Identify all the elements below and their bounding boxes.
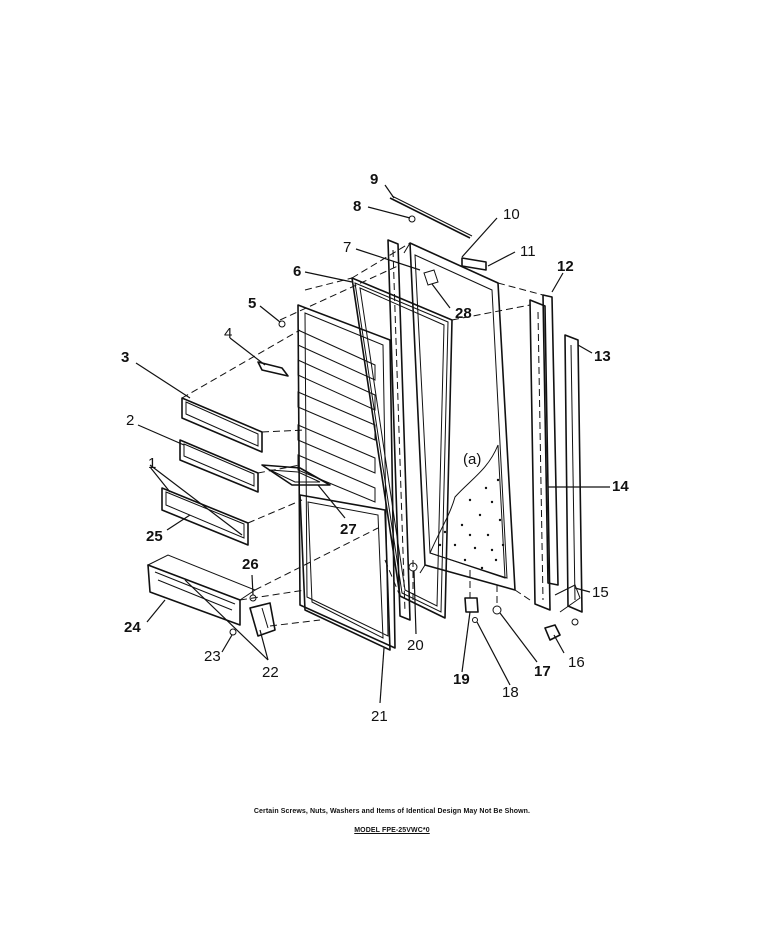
clip-4 — [257, 361, 289, 377]
part-16 — [544, 624, 561, 641]
callout-15: 15 — [592, 584, 609, 601]
callout-7: 7 — [343, 239, 351, 256]
callout-22: 22 — [262, 664, 279, 681]
callout-24: 24 — [124, 619, 141, 636]
shelf-25 — [161, 487, 249, 546]
bottom-bin — [146, 554, 257, 626]
leader-lines — [135, 184, 610, 704]
callout-25: 25 — [146, 528, 163, 545]
callout-18: 18 — [502, 684, 519, 701]
trim-strip-13 — [564, 334, 583, 613]
callout-16: 16 — [568, 654, 585, 671]
hinge-22 — [249, 602, 276, 637]
screw-8 — [408, 215, 416, 223]
part-28 — [423, 269, 439, 286]
shelf-support-27 — [261, 464, 331, 486]
alignment-lines — [181, 242, 544, 627]
callout-labels: 1 2 3 4 5 6 7 8 9 10 11 12 13 14 15 16 1… — [121, 171, 629, 725]
callout-27: 27 — [340, 521, 357, 538]
outer-door-panel — [403, 242, 516, 591]
part-11 — [461, 257, 487, 271]
liner-bottom-frame — [299, 494, 391, 651]
callout-5: 5 — [248, 295, 256, 312]
callout-6: 6 — [293, 263, 301, 280]
part-19 — [464, 597, 479, 613]
callout-12: 12 — [557, 258, 574, 275]
screw-5 — [278, 320, 286, 328]
model-number: MODEL FPE-25VWC*0 — [354, 827, 430, 834]
vertical-strip — [387, 239, 411, 621]
callout-28: 28 — [455, 305, 472, 322]
part-17 — [492, 605, 502, 615]
callout-13: 13 — [594, 348, 611, 365]
callout-11: 11 — [520, 243, 536, 260]
shelf-2 — [179, 439, 259, 493]
top-rod — [389, 195, 473, 239]
callout-1: 1 — [148, 455, 156, 472]
diagram-footnote: Certain Screws, Nuts, Washers and Items … — [253, 808, 531, 815]
shelf-3 — [181, 397, 263, 453]
screw-23 — [229, 628, 237, 636]
callout-21: 21 — [371, 708, 388, 725]
callout-4: 4 — [224, 325, 232, 342]
part-15 — [554, 584, 581, 626]
inner-door-liner — [297, 304, 396, 649]
callout-9: 9 — [370, 171, 378, 188]
trim-strip-14 — [529, 299, 551, 611]
callout-19: 19 — [453, 671, 470, 688]
callout-14: 14 — [612, 478, 629, 495]
part-18 — [472, 617, 478, 623]
callout-8: 8 — [353, 198, 361, 215]
callout-3: 3 — [121, 349, 129, 366]
callout-17: 17 — [534, 663, 551, 680]
callout-10: 10 — [503, 206, 520, 223]
callout-26: 26 — [242, 556, 259, 573]
callout-20: 20 — [407, 637, 424, 654]
trim-strip-12 — [542, 294, 559, 586]
callout-2: 2 — [126, 412, 134, 429]
insulation-mark: (a) — [463, 451, 481, 468]
callout-23: 23 — [204, 648, 221, 665]
door-gasket — [351, 277, 453, 619]
